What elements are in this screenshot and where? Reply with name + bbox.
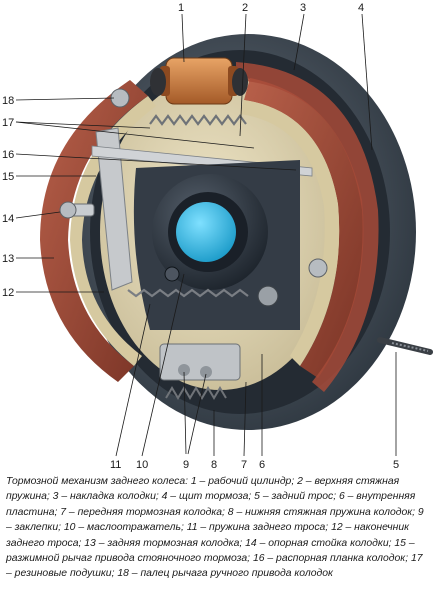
support-post (59, 201, 95, 219)
hub-cap (176, 202, 236, 262)
wheel-cylinder (150, 57, 248, 105)
callout-18: 18 (2, 95, 14, 107)
callout-8: 8 (211, 459, 217, 470)
parking-brake-lever (95, 127, 133, 291)
rivet (200, 366, 212, 378)
callout-17: 17 (2, 117, 14, 129)
lower-spring-assembly (159, 343, 241, 400)
rivet (178, 364, 190, 376)
leader-lines (15, 13, 397, 457)
upper-spring (149, 114, 247, 126)
rear-brake-shoe (40, 80, 156, 382)
callout-15: 15 (2, 171, 14, 183)
callout-7: 7 (241, 459, 247, 470)
right-post-pin (308, 258, 328, 278)
callout-9: 9 (183, 459, 189, 470)
callout-5: 5 (393, 459, 399, 470)
callout-16: 16 (2, 149, 14, 161)
callout-13: 13 (2, 253, 14, 265)
brake-mechanism-diagram: 1 2 3 4 18 17 16 15 14 13 12 11 10 9 8 7… (2, 2, 433, 470)
callout-2: 2 (242, 2, 248, 14)
figure-caption: Тормозной механизм заднего колеса: 1 – р… (6, 476, 424, 580)
callout-3: 3 (300, 2, 306, 14)
callout-12: 12 (2, 287, 14, 299)
callout-14: 14 (2, 213, 14, 225)
callout-1: 1 (178, 2, 184, 14)
shoe-lining-outer (236, 62, 379, 392)
callout-11: 11 (110, 459, 121, 470)
callout-6: 6 (259, 459, 265, 470)
callout-4: 4 (358, 2, 364, 14)
hub (152, 174, 279, 307)
rear-cable-spring (127, 288, 249, 298)
callout-10: 10 (136, 459, 148, 470)
front-brake-shoe (240, 78, 364, 378)
